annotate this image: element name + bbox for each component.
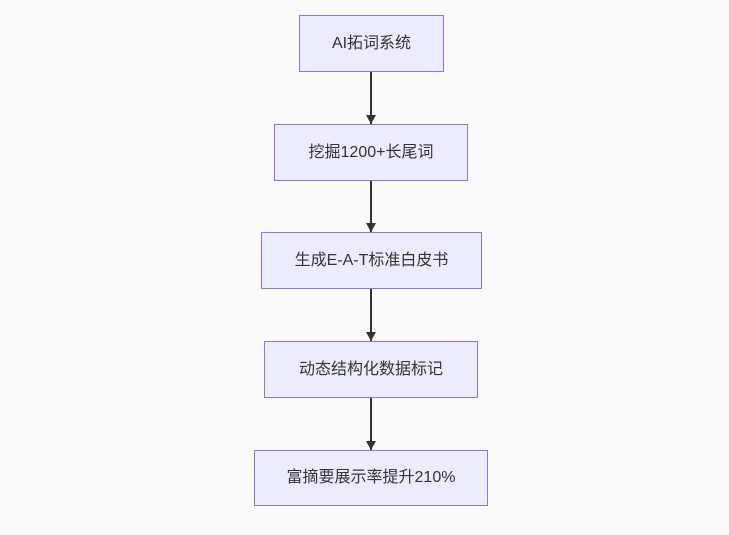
arrow-down-icon — [370, 181, 372, 232]
flow-node-structured-data-markup: 动态结构化数据标记 — [264, 341, 478, 398]
arrow-down-icon — [370, 289, 372, 341]
flow-node-label: 富摘要展示率提升210% — [286, 469, 456, 486]
flow-node-label: 挖掘1200+长尾词 — [308, 143, 434, 161]
flow-node-eat-whitepaper: 生成E-A-T标准白皮书 — [261, 232, 482, 289]
arrow-down-icon — [370, 398, 372, 450]
flow-node-ai-keyword-system: AI拓词系统 — [299, 15, 444, 72]
flow-node-rich-snippet-result: 富摘要展示率提升210% — [254, 450, 488, 506]
flow-node-label: 动态结构化数据标记 — [298, 360, 443, 378]
flow-node-label: AI拓词系统 — [331, 34, 412, 52]
flow-node-longtail-mining: 挖掘1200+长尾词 — [274, 124, 468, 181]
arrow-down-icon — [370, 72, 372, 124]
flow-node-label: 生成E-A-T标准白皮书 — [294, 251, 449, 269]
